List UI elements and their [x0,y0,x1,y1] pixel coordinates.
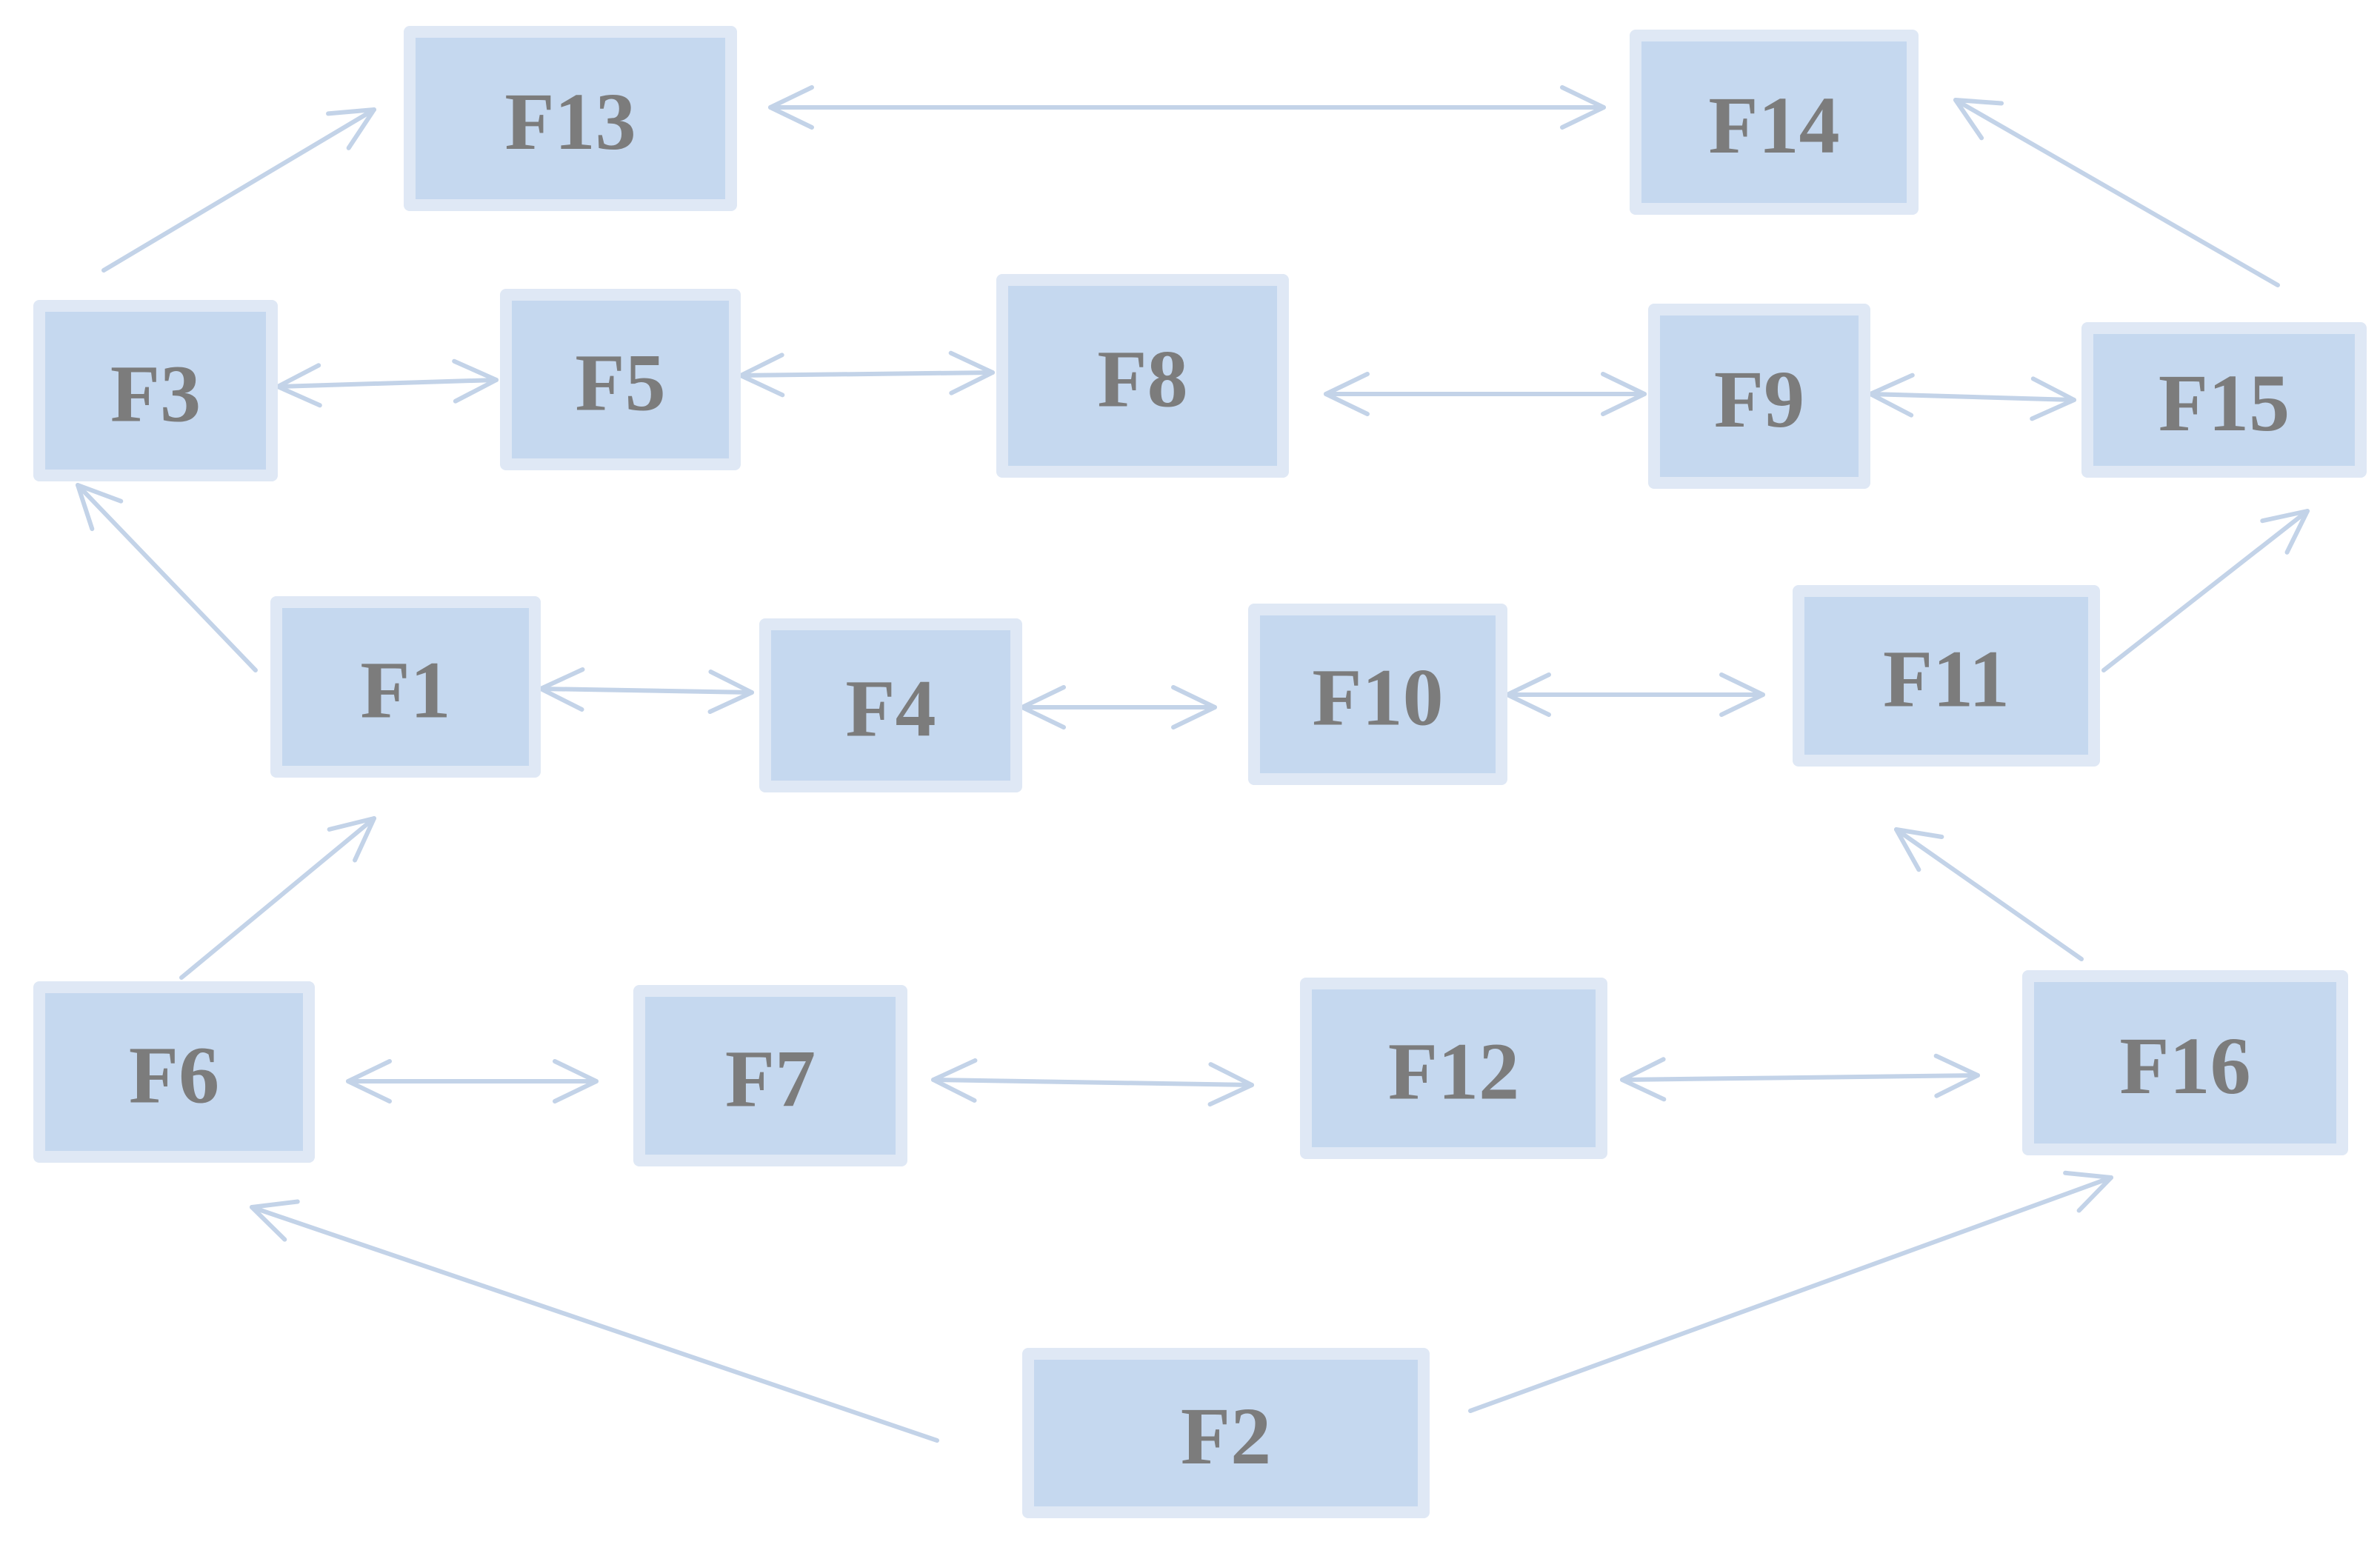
node-fill [1260,615,1496,773]
node-f9: F9 [1648,304,1870,489]
edge-f15-f14 [1953,98,2280,287]
node-f6: F6 [33,981,315,1163]
edge-f2-f16 [1468,1170,2113,1413]
edge-f16-f11 [1894,827,2084,961]
node-label: F11 [1883,634,2010,724]
node-f3: F3 [33,300,278,481]
node-fill [416,38,725,199]
node-label: F9 [1714,354,1804,444]
node-fill [45,993,303,1151]
node-f1: F1 [270,596,541,778]
node-fill [645,997,896,1155]
node-f16: F16 [2022,970,2348,1155]
node-label: F3 [110,349,201,439]
edge-f3-f5 [276,358,499,408]
node-f13: F13 [404,26,737,211]
edges [76,85,2310,1443]
node-fill [2093,334,2355,466]
edge-f2-f6 [250,1199,939,1443]
node-f11: F11 [1793,585,2100,767]
node-f4: F4 [759,618,1022,792]
node-label: F7 [725,1034,816,1124]
node-label: F10 [1312,652,1443,743]
node-label: F14 [1708,80,1839,170]
node-fill [771,630,1010,781]
node-f7: F7 [633,985,907,1166]
edge-f9-f15 [1868,373,2076,421]
node-fill [282,608,529,766]
node-fill [1008,286,1277,466]
node-fill [1034,1360,1418,1506]
edge-f3-f13 [101,107,376,273]
edge-f7-f12 [931,1058,1254,1107]
node-label: F8 [1097,334,1187,424]
node-label: F12 [1388,1026,1519,1117]
node-f14: F14 [1630,30,1919,215]
node-f15: F15 [2081,322,2367,478]
node-label: F1 [360,645,450,735]
node-fill [1312,989,1596,1147]
edge-f12-f16 [1620,1053,1980,1102]
edge-f1-f3 [76,483,258,672]
node-f12: F12 [1300,978,1607,1159]
edge-f11-f15 [2101,509,2310,672]
node-fill [45,312,266,470]
node-fill [1641,41,1907,203]
node-fill [1804,597,2088,755]
node-f2: F2 [1022,1348,1430,1518]
node-f8: F8 [996,274,1289,478]
node-label: F6 [129,1030,219,1121]
node-label: F16 [2119,1021,2250,1111]
node-label: F15 [2159,358,2290,448]
node-label: F4 [845,664,936,754]
node-f10: F10 [1248,604,1507,785]
node-fill [512,301,729,458]
node-fill [2034,982,2336,1143]
edge-f1-f4 [539,667,754,715]
node-label: F13 [504,76,636,167]
node-f5: F5 [500,289,741,470]
node-fill [1660,315,1859,477]
edge-f5-f8 [739,350,995,398]
edge-f6-f1 [179,816,376,980]
node-label: F5 [575,338,665,428]
node-label: F2 [1181,1391,1271,1481]
